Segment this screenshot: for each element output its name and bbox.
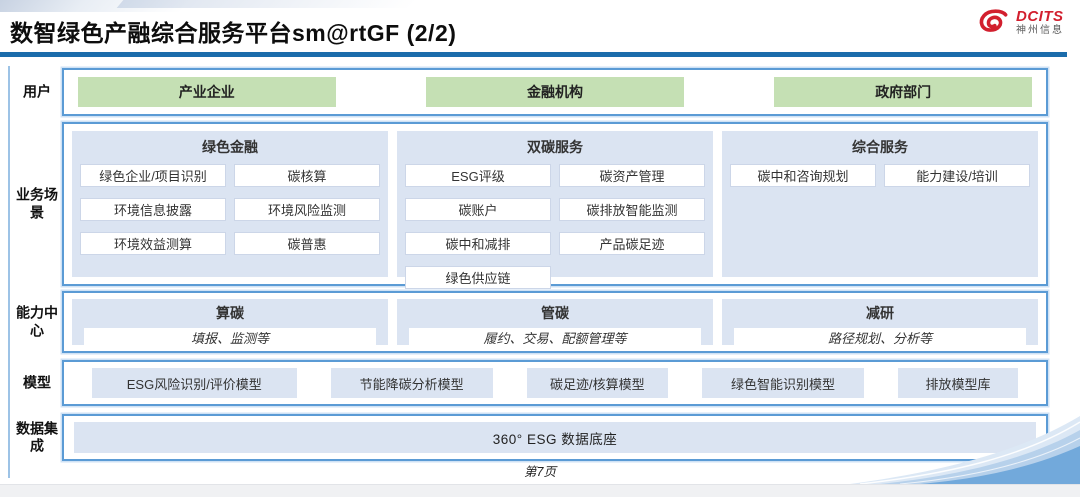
scenario-chip: 环境风险监测 <box>234 198 380 221</box>
page-title: 数智绿色产融综合服务平台sm@rtGF (2/2) <box>10 20 457 46</box>
panel-comprehensive-service: 综合服务 碳中和咨询规划 能力建设/培训 <box>722 131 1038 277</box>
capability-carbon-calc: 算碳 填报、监测等 <box>72 299 388 347</box>
user-box-industry: 产业企业 <box>78 77 336 107</box>
panel-dual-carbon-title: 双碳服务 <box>527 139 583 155</box>
scenario-chip: 碳账户 <box>405 198 551 221</box>
scenario-chip: ESG评级 <box>405 164 551 187</box>
scenario-chip: 环境效益测算 <box>80 232 226 255</box>
panel-dual-carbon-chips: ESG评级 碳资产管理 碳账户 碳排放智能监测 碳中和减排 产品碳足迹 绿色供应… <box>405 164 705 289</box>
capability-carbon-mgmt: 管碳 履约、交易、配额管理等 <box>397 299 713 347</box>
scenario-chip: 绿色企业/项目识别 <box>80 164 226 187</box>
data-integration-row-label: 数据集成 <box>16 420 58 454</box>
scenarios-row: 业务场景 绿色金融 绿色企业/项目识别 碳核算 环境信息披露 环境风险监测 环境… <box>16 122 1048 289</box>
data-integration-row: 数据集成 360° ESG 数据底座 <box>16 414 1048 461</box>
slide-header: 数智绿色产融综合服务平台sm@rtGF (2/2) DCITS 神州信息 <box>0 0 1080 52</box>
model-chip: 排放模型库 <box>898 368 1018 398</box>
bottom-strip <box>0 484 1080 497</box>
user-box-financial: 金融机构 <box>426 77 684 107</box>
capabilities-row: 能力中心 算碳 填报、监测等 管碳 履约、交易、配额管理等 减研 路径规划、分析… <box>16 291 1048 353</box>
panel-dual-carbon: 双碳服务 ESG评级 碳资产管理 碳账户 碳排放智能监测 碳中和减排 产品碳足迹… <box>397 131 713 289</box>
page-number: 第7页 <box>524 465 556 479</box>
scenario-chip: 产品碳足迹 <box>559 232 705 255</box>
dcits-swirl-icon <box>979 9 1008 32</box>
panel-green-finance-chips: 绿色企业/项目识别 碳核算 环境信息披露 环境风险监测 环境效益测算 碳普惠 <box>80 164 380 255</box>
users-row-label: 用户 <box>23 83 51 100</box>
users-row: 用户 产业企业 金融机构 政府部门 <box>23 68 1048 116</box>
data-foundation-chip: 360° ESG 数据底座 <box>74 422 1036 453</box>
panel-green-finance: 绿色金融 绿色企业/项目识别 碳核算 环境信息披露 环境风险监测 环境效益测算 … <box>72 131 388 277</box>
models-row: 模型 ESG风险识别/评价模型 节能降碳分析模型 碳足迹/核算模型 绿色智能识别… <box>23 360 1048 406</box>
user-box-government: 政府部门 <box>774 77 1032 107</box>
capability-carbon-calc-title: 算碳 <box>216 305 244 321</box>
logo-company: 神州信息 <box>1016 24 1064 36</box>
architecture-diagram: 用户 产业企业 金融机构 政府部门 业务场景 绿色金融 绿色企业/项目识别 碳核… <box>16 62 1048 461</box>
scenario-chip: 碳中和咨询规划 <box>730 164 876 187</box>
scenario-chip: 能力建设/培训 <box>884 164 1030 187</box>
capability-reduction-research: 减研 路径规划、分析等 <box>722 299 1038 347</box>
scenario-chip: 碳中和减排 <box>405 232 551 255</box>
logo-brand: DCITS <box>1016 7 1064 25</box>
scenario-chip: 碳排放智能监测 <box>559 198 705 221</box>
title-divider <box>0 52 1067 57</box>
panel-comprehensive-service-chips: 碳中和咨询规划 能力建设/培训 <box>730 164 1030 187</box>
capabilities-row-label: 能力中心 <box>16 304 58 339</box>
model-chip: 绿色智能识别模型 <box>701 368 865 398</box>
scenario-chip: 环境信息披露 <box>80 198 226 221</box>
capability-carbon-mgmt-desc: 履约、交易、配额管理等 <box>409 328 701 347</box>
scenarios-row-label: 业务场景 <box>16 186 58 221</box>
capability-reduction-research-desc: 路径规划、分析等 <box>734 328 1026 347</box>
scenario-chip: 碳普惠 <box>234 232 380 255</box>
models-row-label: 模型 <box>23 374 51 391</box>
model-chip: 碳足迹/核算模型 <box>526 368 668 398</box>
model-chip: ESG风险识别/评价模型 <box>92 368 297 398</box>
panel-comprehensive-service-title: 综合服务 <box>852 139 908 155</box>
model-chip: 节能降碳分析模型 <box>330 368 493 398</box>
left-accent-line <box>8 66 10 478</box>
capability-reduction-research-title: 减研 <box>866 305 894 321</box>
panel-green-finance-title: 绿色金融 <box>202 139 258 155</box>
logo-text: DCITS 神州信息 <box>1016 9 1064 36</box>
scenario-chip: 碳核算 <box>234 164 380 187</box>
dcits-logo: DCITS 神州信息 <box>975 8 1064 36</box>
scenario-chip: 绿色供应链 <box>405 266 551 289</box>
capability-carbon-mgmt-title: 管碳 <box>541 305 569 321</box>
scenario-chip: 碳资产管理 <box>559 164 705 187</box>
capability-carbon-calc-desc: 填报、监测等 <box>84 328 376 347</box>
